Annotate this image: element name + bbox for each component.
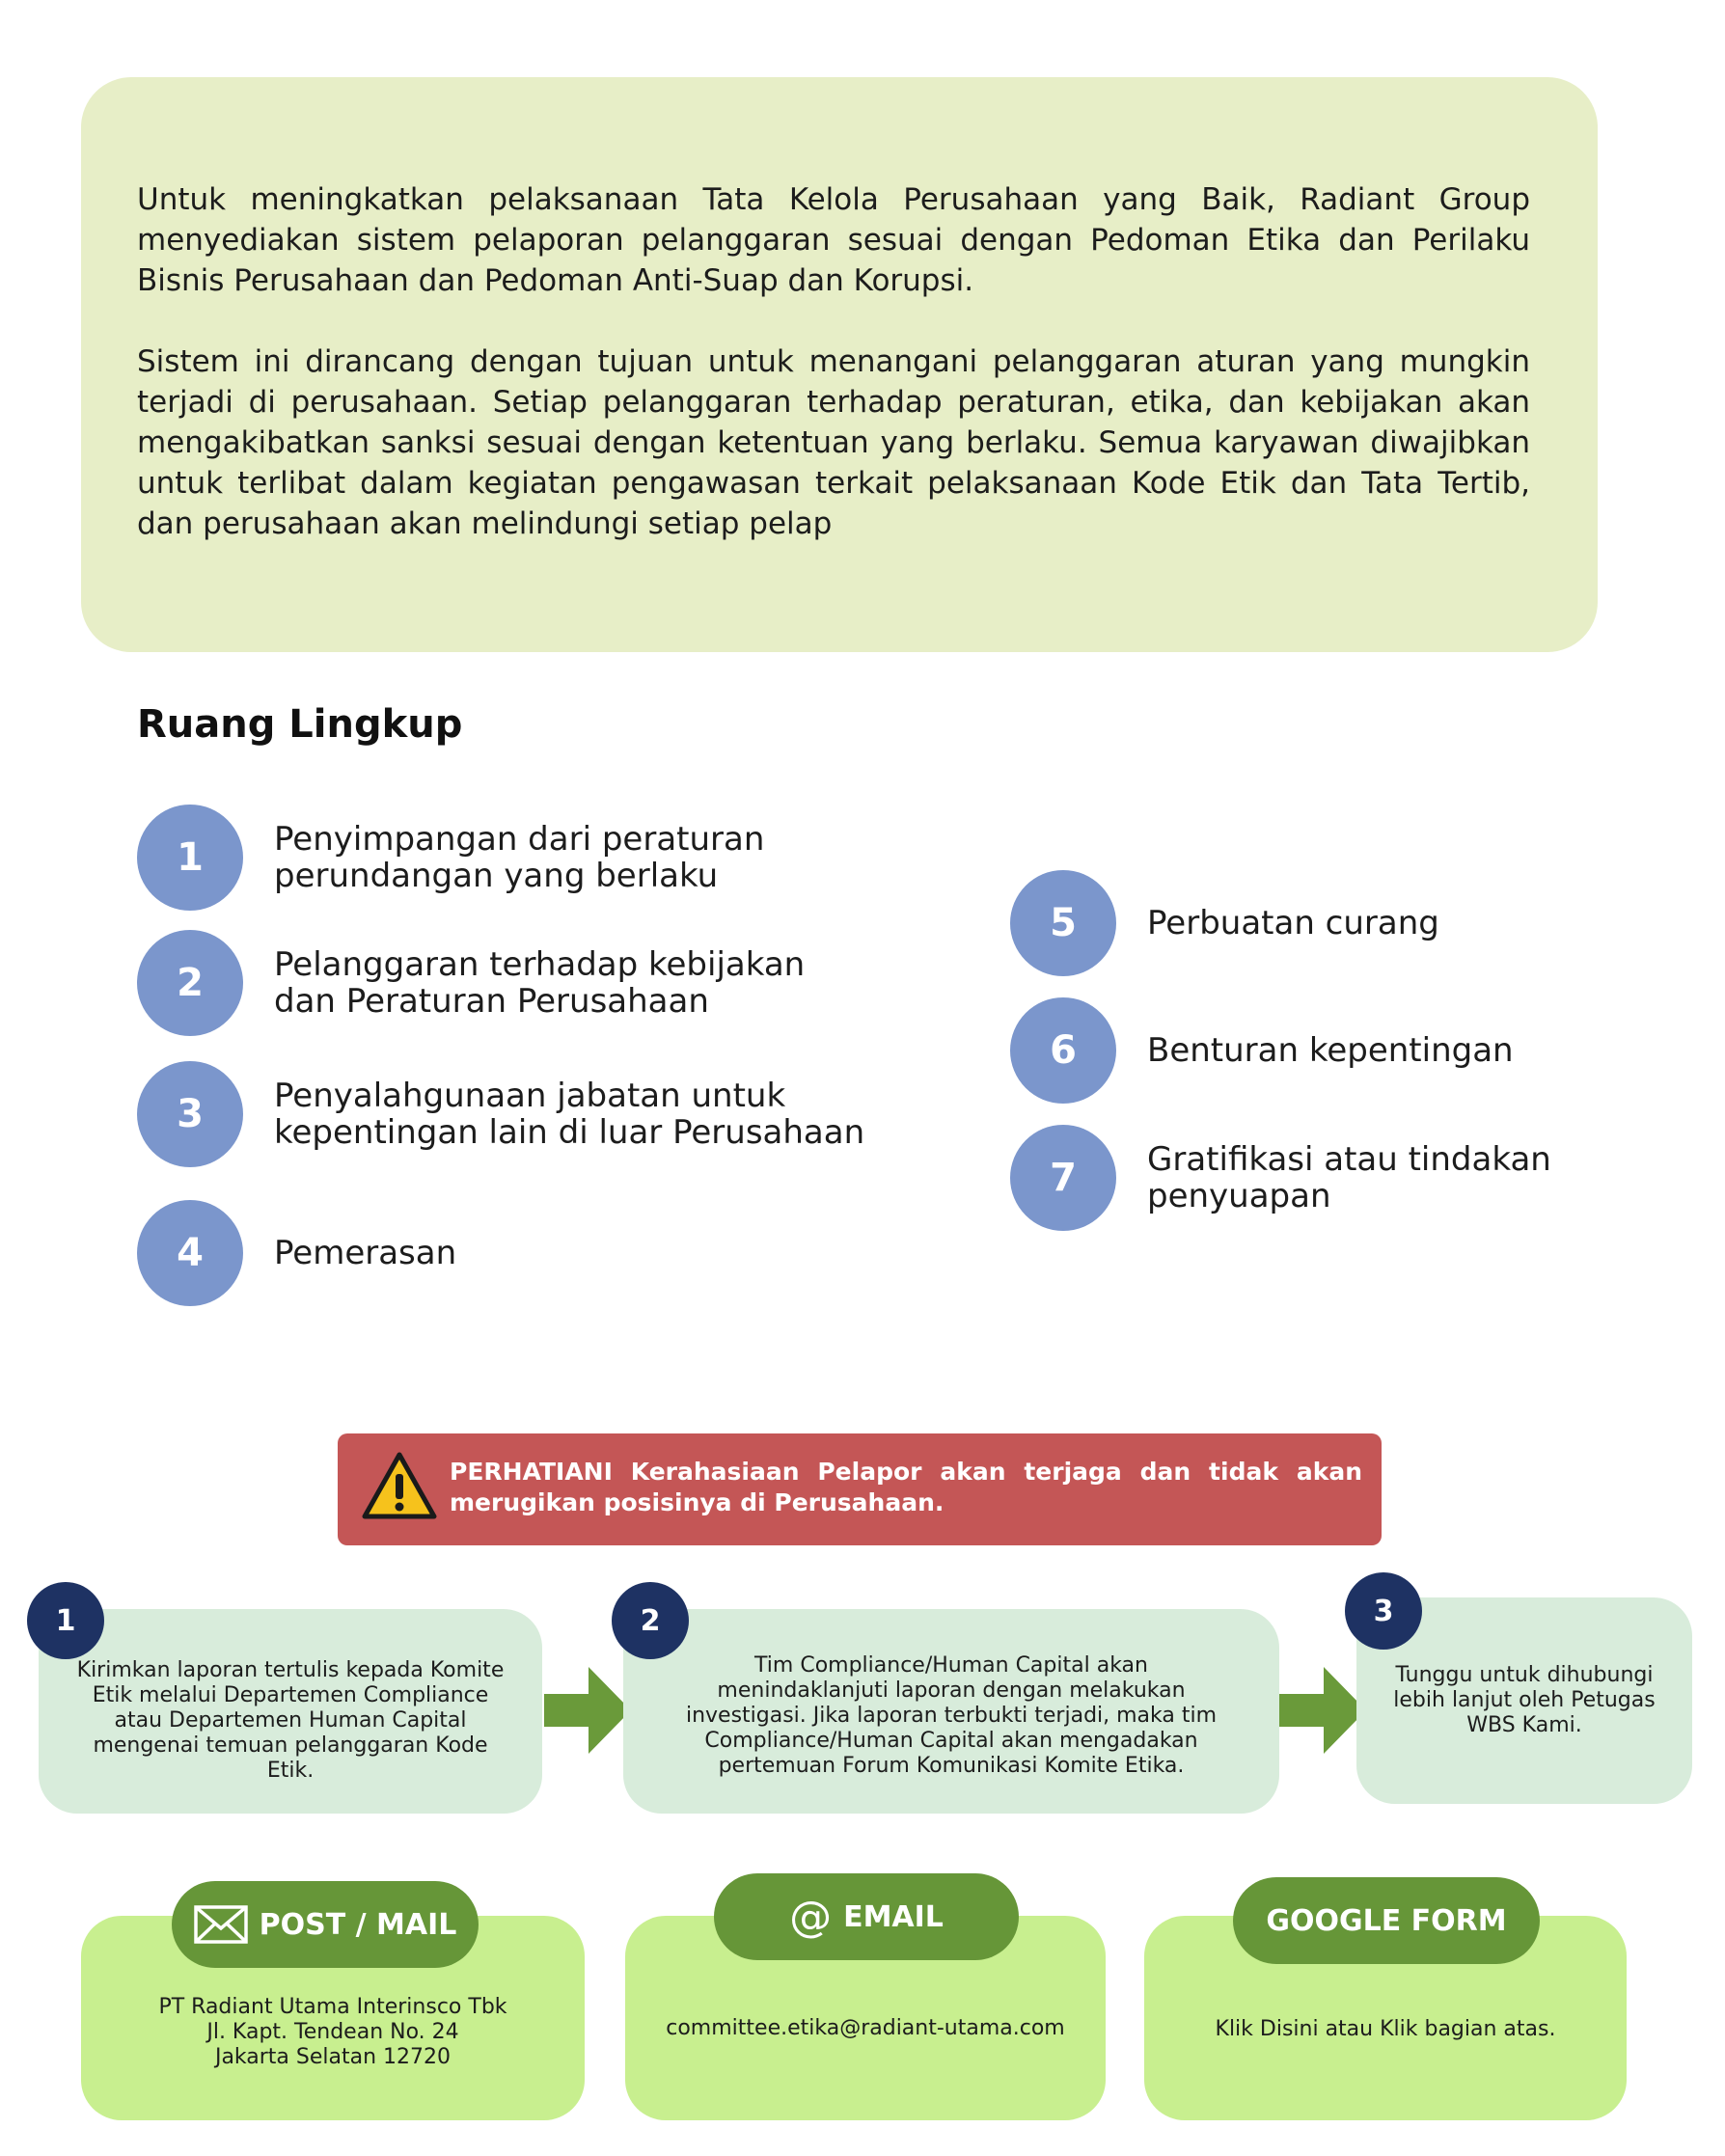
post-mail-button[interactable]: POST / MAIL (172, 1881, 479, 1968)
scope-label: Perbuatan curang (1147, 904, 1439, 942)
envelope-icon (193, 1905, 248, 1944)
scope-label: Gratifikasi atau tindakan penyuapan (1147, 1140, 1551, 1215)
scope-item: 5 Perbuatan curang (1010, 870, 1591, 976)
warning-text: PERHATIANI Kerahasiaan Pelapor akan terj… (450, 1458, 1362, 1516)
scope-label: Penyimpangan dari peraturan perundangan … (274, 820, 765, 895)
address-line: Jakarta Selatan 12720 (214, 2045, 452, 2069)
scope-item: 2 Pelanggaran terhadap kebijakan dan Per… (137, 930, 814, 1036)
warning-triangle-icon (362, 1452, 437, 1519)
google-form-button[interactable]: GOOGLE FORM (1233, 1877, 1540, 1964)
step-badge: 3 (1345, 1572, 1422, 1650)
google-form-label: GOOGLE FORM (1266, 1903, 1507, 1938)
scope-number: 5 (1010, 870, 1116, 976)
scope-item: 1 Penyimpangan dari peraturan perundanga… (137, 805, 814, 911)
address-line: PT Radiant Utama Interinsco Tbk (158, 1995, 507, 2019)
step-badge: 1 (27, 1582, 104, 1659)
scope-item: 4 Pemerasan (137, 1200, 814, 1306)
scope-number: 2 (137, 930, 243, 1036)
arrow-right-icon (1279, 1667, 1366, 1754)
intro-paragraph: Untuk meningkatkan pelaksanaan Tata Kelo… (137, 182, 1530, 298)
scope-label: Pemerasan (274, 1234, 457, 1272)
step-box: Kirimkan laporan tertulis kepada Komite … (39, 1609, 542, 1814)
scope-title: Ruang Lingkup (137, 702, 463, 747)
email-button[interactable]: @ EMAIL (714, 1873, 1019, 1960)
scope-item: 7 Gratifikasi atau tindakan penyuapan (1010, 1125, 1591, 1231)
scope-number: 4 (137, 1200, 243, 1306)
scope-number: 3 (137, 1061, 243, 1167)
email-address[interactable]: committee.etika@radiant-utama.com (666, 2016, 1065, 2040)
confidentiality-warning: PERHATIANI Kerahasiaan Pelapor akan terj… (338, 1433, 1382, 1545)
step-box: Tim Compliance/Human Capital akan menind… (623, 1609, 1279, 1814)
scope-item: 3 Penyalahgunaan jabatan untuk kepenting… (137, 1061, 891, 1167)
scope-item: 6 Benturan kepentingan (1010, 997, 1591, 1104)
step-badge: 2 (612, 1582, 689, 1659)
intro-paragraph: Sistem ini dirancang dengan tujuan untuk… (137, 344, 1530, 541)
email-label: EMAIL (843, 1899, 944, 1934)
address-line: Jl. Kapt. Tendean No. 24 (206, 2020, 459, 2044)
arrow-right-icon (544, 1667, 631, 1754)
google-form-text[interactable]: Klik Disini atau Klik bagian atas. (1215, 2017, 1556, 2041)
scope-label: Penyalahgunaan jabatan untuk kepentingan… (274, 1077, 865, 1152)
scope-number: 6 (1010, 997, 1116, 1104)
intro-text: Untuk meningkatkan pelaksanaan Tata Kelo… (137, 179, 1530, 585)
step-text: Tim Compliance/Human Capital akan menind… (685, 1653, 1218, 1778)
scope-number: 7 (1010, 1125, 1116, 1231)
step-text: Tunggu untuk dihubungi lebih lanjut oleh… (1393, 1663, 1656, 1737)
scope-label: Pelanggaran terhadap kebijakan dan Perat… (274, 945, 806, 1021)
post-mail-label: POST / MAIL (259, 1907, 457, 1942)
scope-number: 1 (137, 805, 243, 911)
at-sign-icon: @ (789, 1892, 833, 1942)
scope-label: Benturan kepentingan (1147, 1031, 1514, 1070)
intro-panel (81, 77, 1598, 652)
step-text: Kirimkan laporan tertulis kepada Komite … (76, 1658, 505, 1783)
